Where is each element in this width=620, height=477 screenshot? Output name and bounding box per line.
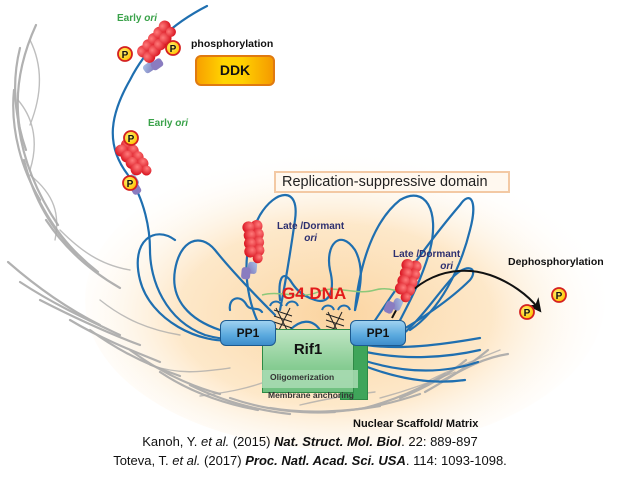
phospho-label: P [524,308,531,319]
replication-suppressive-domain-label: Replication-suppressive domain [282,174,488,190]
citation-2-year: (2017) [200,453,246,468]
mcm-complex-early-1 [137,20,176,74]
citation-2-details: . 114: 1093-1098. [405,453,507,468]
mcm-complex-late-2 [383,258,422,314]
citation-1-year: (2015) [229,434,275,449]
citation-1-etal: et al. [201,434,230,449]
oligomerization-label: Oligomerization [270,372,335,382]
late-ori-label-2-line1: Late /Dormant [393,249,461,260]
citation-2-authors: Toteva, T. [113,453,173,468]
early-ori-label-1-italic: ori [144,13,158,24]
pp1-right-box [350,320,406,346]
phospho-group-free-1: P [551,287,567,303]
ddk-kinase-label: DDK [219,62,251,78]
phospho-label: P [170,44,177,55]
phospho-group-early-1a: P [117,46,133,62]
g4-dna-label: G4 DNA [282,284,347,303]
pp1-left-label: PP1 [236,326,260,340]
dna-strand [111,4,482,383]
mcm-complex-late-1 [241,220,265,280]
phospho-label: P [122,50,129,61]
citation-1: Kanoh, Y. et al. (2015) Nat. Struct. Mol… [0,434,620,449]
late-ori-label-2-italic: ori [440,261,453,272]
g4-strand [261,287,411,299]
nuclear-scaffold [6,23,510,416]
citation-1-authors: Kanoh, Y. [142,434,202,449]
citation-1-details: . 22: 889-897 [401,434,478,449]
phospho-group-early-2a: P [123,130,139,146]
ddk-kinase-box [195,55,275,86]
early-ori-label-2: Early ori [148,118,188,129]
late-ori-label-1-italic: ori [304,233,317,244]
citation-2-journal: Proc. Natl. Acad. Sci. USA [245,453,406,468]
pp1-right-label: PP1 [366,326,390,340]
citation-2-etal: et al. [172,453,201,468]
early-ori-label-2-italic: ori [175,118,189,129]
phospho-label: P [127,179,134,190]
early-ori-label-2-prefix: Early [148,118,176,129]
early-ori-label-1: Early ori [117,13,157,24]
phospho-group-early-1b: P [165,40,181,56]
nuclear-scaffold-label: Nuclear Scaffold/ Matrix [353,418,479,430]
late-ori-label-1: Late /Dormant ori [277,221,344,245]
phospho-group-early-2b: P [122,175,138,191]
pp1-left-box [220,320,276,346]
oligomerization-band [262,370,358,388]
replication-suppressive-domain-box [274,171,510,193]
late-ori-label-1-line1: Late /Dormant [277,221,345,232]
late-ori-label-2: Late /Dormant ori [393,249,460,273]
phospho-label: P [556,291,563,302]
early-ori-label-1-prefix: Early [117,13,145,24]
domain-glow [85,150,605,450]
phosphorylation-label: phosphorylation [191,38,274,50]
phospho-group-free-2: P [519,304,535,320]
citation-1-journal: Nat. Struct. Mol. Biol [274,434,402,449]
citation-2: Toteva, T. et al. (2017) Proc. Natl. Aca… [0,453,620,468]
mcm-complex-early-2 [115,138,152,195]
rif1-label: Rif1 [293,341,323,358]
membrane-anchoring-label: Membrane anchoring [268,390,354,400]
phospho-label: P [128,134,135,145]
dephosphorylation-label: Dephosphorylation [508,256,604,268]
